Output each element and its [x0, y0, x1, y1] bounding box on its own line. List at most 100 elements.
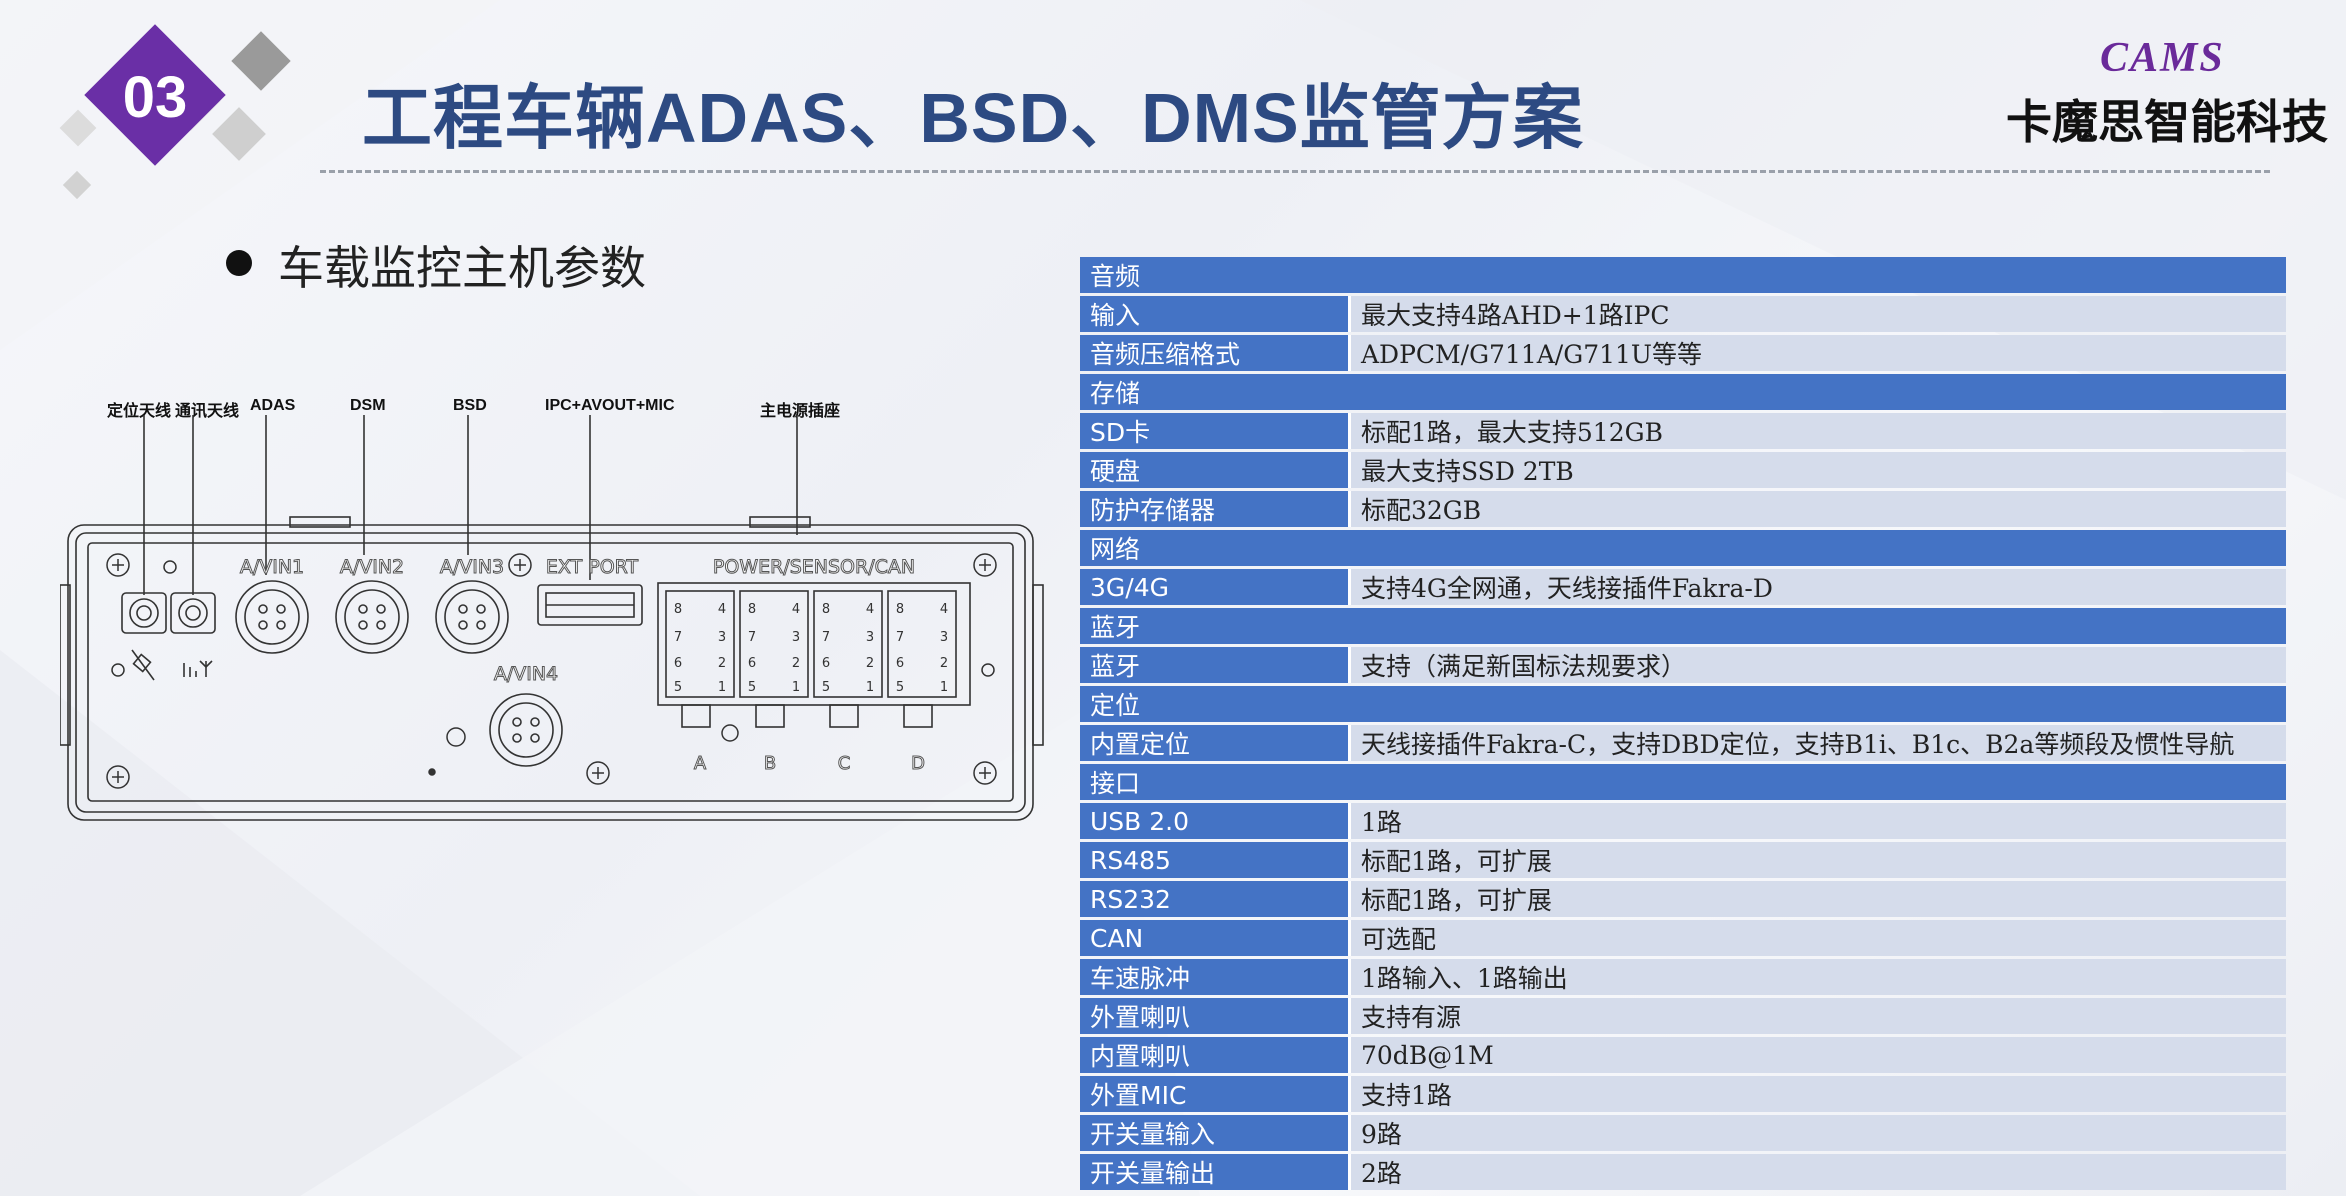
spec-key: 3G/4G: [1080, 569, 1348, 605]
svg-text:3: 3: [718, 630, 726, 645]
table-row: 硬盘最大支持SSD 2TB: [1080, 452, 2286, 488]
spec-value: 标配1路，最大支持512GB: [1348, 413, 2286, 449]
label-avin4: A/VIN4: [494, 663, 558, 685]
label-power-sensor-can: POWER/SENSOR/CAN: [713, 556, 915, 578]
spec-key: 开关量输出: [1080, 1154, 1348, 1190]
header-divider: [320, 170, 2270, 173]
svg-text:7: 7: [674, 630, 682, 645]
table-section-row: 蓝牙: [1080, 608, 2286, 644]
table-row: 内置定位天线接插件Fakra-C，支持DBD定位，支持B1i、B1c、B2a等频…: [1080, 725, 2286, 761]
label-ext-port: EXT PORT: [546, 556, 639, 578]
spec-value: 1路输入、1路输出: [1348, 959, 2286, 995]
table-row: 外置喇叭支持有源: [1080, 998, 2286, 1034]
svg-text:1: 1: [792, 680, 800, 695]
svg-text:8: 8: [674, 602, 682, 617]
table-row: 输入最大支持4路AHD+1路IPC: [1080, 296, 2286, 332]
svg-text:4: 4: [718, 602, 726, 617]
svg-text:3: 3: [866, 630, 874, 645]
spec-value: 支持1路: [1348, 1076, 2286, 1112]
spec-value: 天线接插件Fakra-C，支持DBD定位，支持B1i、B1c、B2a等频段及惯性…: [1348, 725, 2286, 761]
spec-value: 标配1路，可扩展: [1348, 881, 2286, 917]
spec-key: 开关量输入: [1080, 1115, 1348, 1151]
spec-key: RS232: [1080, 881, 1348, 917]
svg-text:1: 1: [718, 680, 726, 695]
label-avin3: A/VIN3: [440, 556, 504, 578]
spec-key: 外置MIC: [1080, 1076, 1348, 1112]
svg-text:1: 1: [866, 680, 874, 695]
label-avin1: A/VIN1: [240, 556, 304, 578]
bullet-dot-icon: [226, 250, 252, 276]
section-label: 接口: [1080, 764, 2286, 800]
spec-key: 内置定位: [1080, 725, 1348, 761]
connector-letter-c: C: [838, 753, 851, 774]
spec-key: 车速脉冲: [1080, 959, 1348, 995]
spec-value: 最大支持4路AHD+1路IPC: [1348, 296, 2286, 332]
section-number: 03: [123, 65, 188, 130]
spec-value: 支持（满足新国标法规要求）: [1348, 647, 2286, 683]
section-label: 音频: [1080, 257, 2286, 293]
svg-text:3: 3: [792, 630, 800, 645]
spec-value: 标配32GB: [1348, 491, 2286, 527]
label-avin2: A/VIN2: [340, 556, 404, 578]
svg-text:4: 4: [940, 602, 948, 617]
callout-dsm: DSM: [350, 397, 386, 414]
svg-text:1: 1: [940, 680, 948, 695]
spec-key: CAN: [1080, 920, 1348, 956]
spec-key: RS485: [1080, 842, 1348, 878]
svg-text:8: 8: [822, 602, 830, 617]
page-title: 工程车辆ADAS、BSD、DMS监管方案: [362, 79, 1584, 157]
connector-letter-a: A: [694, 753, 707, 774]
spec-key: 蓝牙: [1080, 647, 1348, 683]
table-section-row: 网络: [1080, 530, 2286, 566]
brand-name: 卡魔思智能科技: [2006, 96, 2328, 148]
svg-text:8: 8: [748, 602, 756, 617]
svg-text:6: 6: [896, 656, 904, 671]
svg-text:6: 6: [822, 656, 830, 671]
spec-value: 可选配: [1348, 920, 2286, 956]
spec-key: 输入: [1080, 296, 1348, 332]
callout-comm-antenna: 通讯天线: [175, 403, 240, 420]
brand-logo: CAMS: [2100, 35, 2225, 81]
svg-text:2: 2: [718, 656, 726, 671]
svg-text:2: 2: [792, 656, 800, 671]
svg-text:5: 5: [748, 680, 756, 695]
svg-text:4: 4: [866, 602, 874, 617]
table-row: 蓝牙支持（满足新国标法规要求）: [1080, 647, 2286, 683]
spec-value: 9路: [1348, 1115, 2286, 1151]
spec-value: 70dB@1M: [1348, 1037, 2286, 1073]
spec-value: ADPCM/G711A/G711U等等: [1348, 335, 2286, 371]
svg-text:6: 6: [748, 656, 756, 671]
table-section-row: 音频: [1080, 257, 2286, 293]
spec-key: 防护存储器: [1080, 491, 1348, 527]
svg-text:6: 6: [674, 656, 682, 671]
svg-text:7: 7: [822, 630, 830, 645]
svg-text:8: 8: [896, 602, 904, 617]
table-row: 防护存储器标配32GB: [1080, 491, 2286, 527]
callout-bsd: BSD: [453, 397, 487, 414]
svg-text:5: 5: [896, 680, 904, 695]
spec-value: 最大支持SSD 2TB: [1348, 452, 2286, 488]
connector-letter-d: D: [911, 753, 925, 774]
svg-text:3: 3: [940, 630, 948, 645]
section-label: 存储: [1080, 374, 2286, 410]
section-badge: 03: [59, 24, 291, 200]
section-label: 网络: [1080, 530, 2286, 566]
spec-value: 标配1路，可扩展: [1348, 842, 2286, 878]
spec-key: 硬盘: [1080, 452, 1348, 488]
table-section-row: 定位: [1080, 686, 2286, 722]
section-label: 定位: [1080, 686, 2286, 722]
spec-key: 内置喇叭: [1080, 1037, 1348, 1073]
spec-key: USB 2.0: [1080, 803, 1348, 839]
